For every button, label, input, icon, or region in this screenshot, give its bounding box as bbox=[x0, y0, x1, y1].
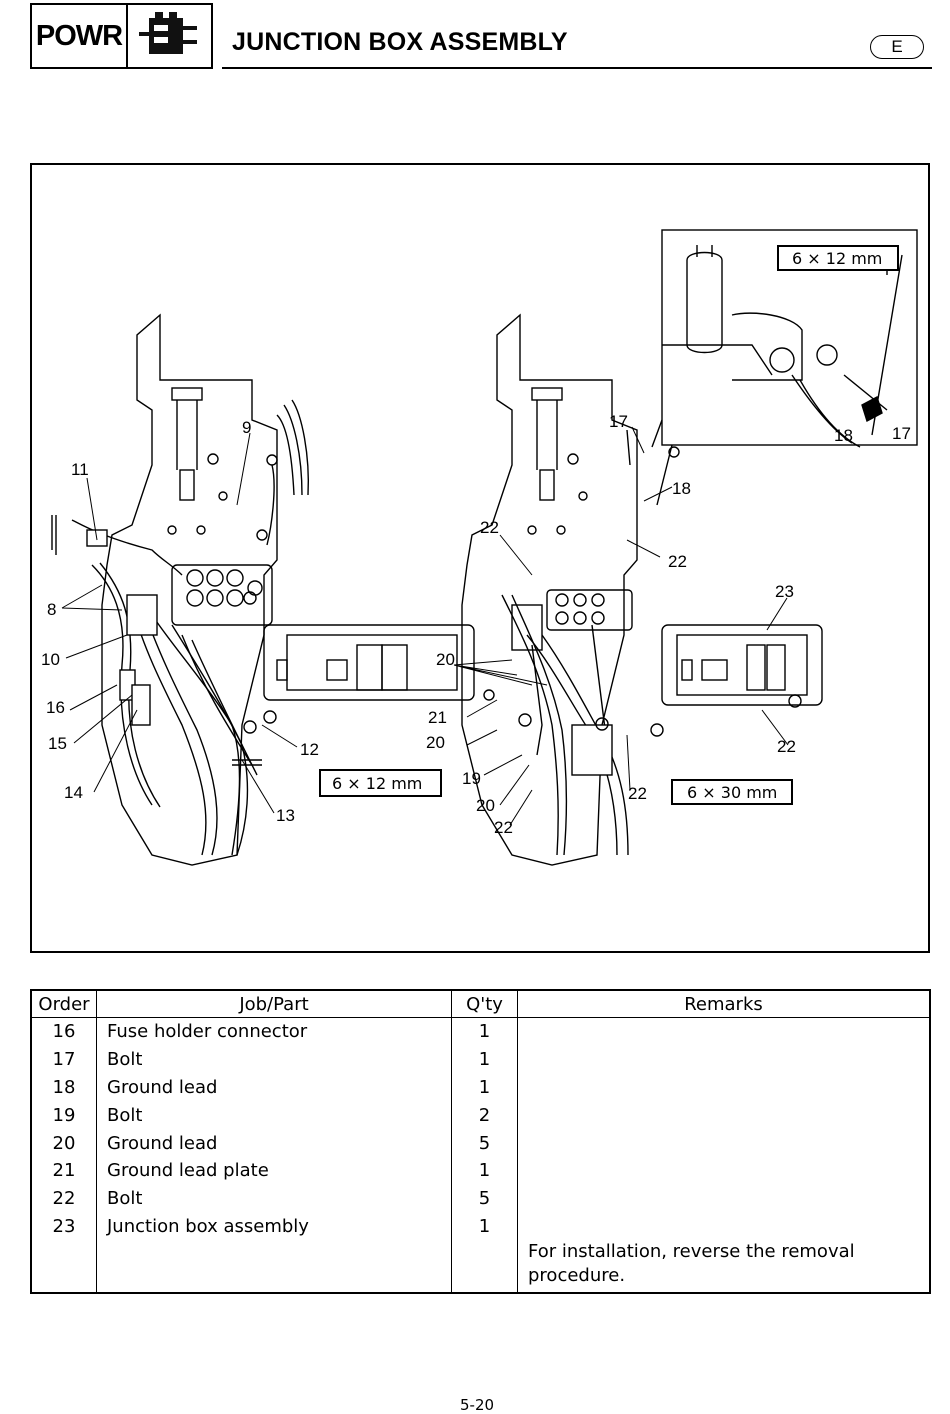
inset-callout-18: 18 bbox=[834, 426, 853, 445]
qty-cell: 5 bbox=[451, 1184, 518, 1213]
part-cell: Ground lead bbox=[96, 1073, 452, 1102]
col-qty: Q'ty bbox=[451, 989, 518, 1018]
order-cell: 23 bbox=[30, 1212, 97, 1241]
qty-cell bbox=[451, 1240, 518, 1294]
qty-cell: 2 bbox=[451, 1101, 518, 1130]
right-assembly-drawing bbox=[461, 313, 823, 866]
remarks-cell bbox=[517, 1017, 931, 1046]
part-cell: Bolt bbox=[96, 1045, 452, 1074]
part-cell: Bolt bbox=[96, 1101, 452, 1130]
remarks-cell bbox=[517, 1045, 931, 1074]
page-number: 5-20 bbox=[460, 1396, 495, 1414]
col-order: Order bbox=[30, 989, 97, 1018]
order-cell: 22 bbox=[30, 1184, 97, 1213]
spec-right-bolt: 6 × 30 mm bbox=[687, 783, 777, 802]
callout-22: 22 bbox=[777, 737, 796, 756]
remarks-cell bbox=[517, 1184, 931, 1213]
part-cell: Bolt bbox=[96, 1184, 452, 1213]
callout-8: 8 bbox=[47, 600, 56, 619]
part-cell: Ground lead plate bbox=[96, 1156, 452, 1185]
col-job-part: Job/Part bbox=[96, 989, 452, 1018]
part-cell: Fuse holder connector bbox=[96, 1017, 452, 1046]
section-code: POWR bbox=[32, 5, 128, 67]
callout-16: 16 bbox=[46, 698, 65, 717]
remarks-cell bbox=[517, 1129, 931, 1157]
callout-20: 20 bbox=[476, 796, 495, 815]
remarks-cell bbox=[517, 1101, 931, 1130]
callout-13: 13 bbox=[276, 806, 295, 825]
table-row: 16 Fuse holder connector 1 bbox=[30, 1017, 931, 1046]
left-assembly-drawing bbox=[51, 313, 475, 866]
section-tab: POWR bbox=[30, 3, 213, 69]
callout-22: 22 bbox=[480, 518, 499, 537]
order-cell: 16 bbox=[30, 1017, 97, 1046]
part-cell bbox=[96, 1240, 452, 1294]
part-cell: Ground lead bbox=[96, 1129, 452, 1157]
order-cell: 19 bbox=[30, 1101, 97, 1130]
callout-9: 9 bbox=[242, 418, 251, 437]
callout-19: 19 bbox=[462, 769, 481, 788]
page-title: JUNCTION BOX ASSEMBLY bbox=[232, 28, 568, 56]
electrical-component-icon bbox=[128, 5, 211, 67]
qty-cell: 1 bbox=[451, 1212, 518, 1241]
qty-cell: 1 bbox=[451, 1017, 518, 1046]
junction-box-illustration: 9 11 8 10 16 15 14 12 13 17 18 22 22 23 … bbox=[30, 163, 930, 953]
callout-22: 22 bbox=[494, 818, 513, 837]
order-cell: 21 bbox=[30, 1156, 97, 1185]
callout-14: 14 bbox=[64, 783, 83, 802]
table-row: For installation, reverse the removal pr… bbox=[30, 1240, 931, 1294]
parts-table: Order Job/Part Q'ty Remarks 16 Fuse hold… bbox=[30, 989, 931, 1295]
table-row: 17 Bolt 1 bbox=[30, 1045, 931, 1074]
remarks-cell bbox=[517, 1212, 931, 1241]
qty-cell: 1 bbox=[451, 1073, 518, 1102]
table-row: 22 Bolt 5 bbox=[30, 1184, 931, 1213]
callout-22: 22 bbox=[628, 784, 647, 803]
qty-cell: 5 bbox=[451, 1129, 518, 1157]
remarks-cell: For installation, reverse the removal pr… bbox=[517, 1240, 931, 1294]
callout-10: 10 bbox=[41, 650, 60, 669]
col-remarks: Remarks bbox=[517, 989, 931, 1018]
table-row: 20 Ground lead 5 bbox=[30, 1129, 931, 1157]
callout-15: 15 bbox=[48, 734, 67, 753]
spec-left-bolt: 6 × 12 mm bbox=[332, 774, 422, 793]
table-row: 19 Bolt 2 bbox=[30, 1101, 931, 1130]
callout-20: 20 bbox=[436, 650, 455, 669]
language-badge: E bbox=[870, 35, 924, 59]
callout-17: 17 bbox=[609, 412, 628, 431]
qty-cell: 1 bbox=[451, 1156, 518, 1185]
callout-23: 23 bbox=[775, 582, 794, 601]
callout-12: 12 bbox=[300, 740, 319, 759]
callout-22: 22 bbox=[668, 552, 687, 571]
callout-11: 11 bbox=[71, 460, 89, 479]
table-row: 23 Junction box assembly 1 bbox=[30, 1212, 931, 1241]
order-cell: 20 bbox=[30, 1129, 97, 1157]
inset-callout-17: 17 bbox=[892, 424, 911, 443]
part-cell: Junction box assembly bbox=[96, 1212, 452, 1241]
qty-cell: 1 bbox=[451, 1045, 518, 1074]
table-header-row: Order Job/Part Q'ty Remarks bbox=[30, 989, 931, 1018]
remarks-cell bbox=[517, 1073, 931, 1102]
spec-inset-bolt: 6 × 12 mm bbox=[792, 249, 882, 268]
callout-20: 20 bbox=[426, 733, 445, 752]
table-row: 21 Ground lead plate 1 bbox=[30, 1156, 931, 1185]
order-cell: 17 bbox=[30, 1045, 97, 1074]
header-rule bbox=[222, 67, 932, 69]
order-cell: 18 bbox=[30, 1073, 97, 1102]
callout-18: 18 bbox=[672, 479, 691, 498]
callout-21: 21 bbox=[428, 708, 447, 727]
order-cell bbox=[30, 1240, 97, 1294]
table-row: 18 Ground lead 1 bbox=[30, 1073, 931, 1102]
remarks-cell bbox=[517, 1156, 931, 1185]
